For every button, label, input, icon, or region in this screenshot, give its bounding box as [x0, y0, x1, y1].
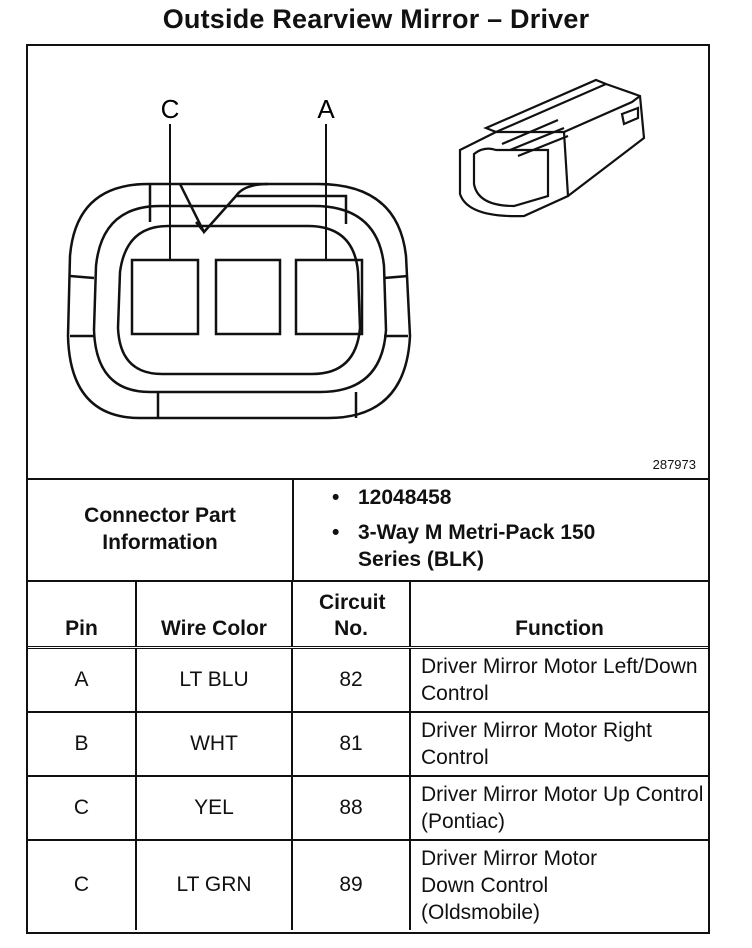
connector-figure: C A 287973	[28, 46, 708, 480]
cell-color: YEL	[135, 774, 293, 841]
page-title: Outside Rearview Mirror – Driver	[162, 4, 590, 34]
connector-face-drawing: C A	[66, 78, 646, 420]
table-row: C YEL 88 Driver Mirror Motor Up Control …	[28, 774, 708, 841]
cell-pin: A	[28, 646, 137, 713]
cell-pin: C	[28, 838, 137, 930]
cell-color: LT GRN	[135, 838, 293, 930]
connector-part-number: 12048458	[332, 484, 618, 511]
cell-function: Driver Mirror Motor Right Control	[409, 710, 708, 777]
connector-inner-shell	[92, 204, 388, 394]
connector-type: 3-Way M Metri-Pack 150 Series (BLK)	[332, 519, 618, 573]
header-function: Function	[409, 580, 708, 649]
cavity-c	[130, 258, 200, 336]
header-circuit: Circuit No.	[291, 580, 411, 649]
table-row: A LT BLU 82 Driver Mirror Motor Left/Dow…	[28, 646, 708, 713]
connector-outer-shell	[66, 182, 412, 420]
connector-cavity-wall	[116, 224, 362, 376]
cell-circuit: 88	[291, 774, 411, 841]
cell-circuit: 89	[291, 838, 411, 930]
connector-info-label: Connector Part Information	[28, 478, 294, 580]
cell-function: Driver Mirror Motor Down Control (Oldsmo…	[409, 838, 708, 930]
connector-info: Connector Part Information 12048458 3-Wa…	[28, 478, 708, 582]
cell-function: Driver Mirror Motor Left/Down Control	[409, 646, 708, 713]
cell-circuit: 81	[291, 710, 411, 777]
connector-iso-view	[458, 78, 646, 218]
pin-label-a: A	[317, 94, 335, 124]
connector-sheet: C A 287973 Connector Part Information 12…	[26, 44, 710, 934]
cell-color: WHT	[135, 710, 293, 777]
cell-pin: C	[28, 774, 137, 841]
table-row: C LT GRN 89 Driver Mirror Motor Down Con…	[28, 838, 708, 930]
header-pin: Pin	[28, 580, 137, 649]
table-row: B WHT 81 Driver Mirror Motor Right Contr…	[28, 710, 708, 777]
header-wire-color: Wire Color	[135, 580, 293, 649]
cell-function: Driver Mirror Motor Up Control (Pontiac)	[409, 774, 708, 841]
cell-circuit: 82	[291, 646, 411, 713]
cell-color: LT BLU	[135, 646, 293, 713]
connector-info-list: 12048458 3-Way M Metri-Pack 150 Series (…	[292, 478, 618, 573]
cavity-b	[214, 258, 282, 336]
pinout-table: Pin Wire Color Circuit No. Function A LT…	[28, 580, 708, 930]
pin-label-c: C	[161, 94, 180, 124]
cell-pin: B	[28, 710, 137, 777]
cavity-a	[294, 258, 364, 336]
figure-id: 287973	[652, 457, 696, 472]
